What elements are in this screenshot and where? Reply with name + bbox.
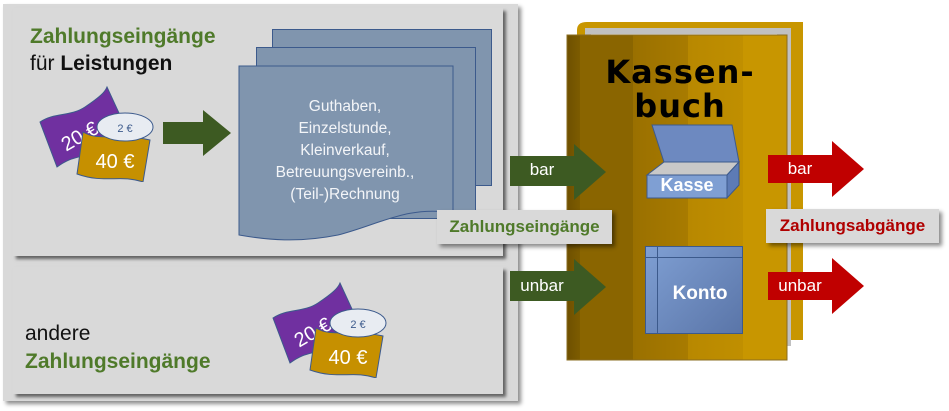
doc-line: Guthaben,: [308, 98, 382, 115]
section-title-services: für Leistungen: [30, 52, 173, 75]
account-icon: Konto: [645, 246, 743, 334]
outgoing-noncash-label: unbar: [778, 276, 822, 295]
account-header-line: [646, 257, 742, 258]
doc-line: (Teil-)Rechnung: [290, 186, 400, 203]
other-payments-section: [13, 267, 503, 394]
coin-2-label: 2 €: [117, 123, 132, 135]
cashbook-title-line2: buch: [634, 87, 726, 125]
document-sheet-front: [238, 65, 454, 241]
cashbook-title: Kassen- buch: [570, 55, 790, 123]
incoming-cash-arrow: [510, 144, 606, 200]
incoming-cash-label: bar: [529, 160, 555, 179]
outgoing-cash-arrow: [768, 141, 864, 197]
section-title-incoming: Zahlungseingänge: [30, 25, 216, 48]
coin-2-shape: [329, 308, 387, 338]
outgoing-payments-label: Zahlungsabgänge: [766, 209, 939, 243]
outgoing-cash-label: bar: [787, 159, 813, 178]
section-title-other-incoming: Zahlungseingänge: [25, 350, 211, 373]
incoming-noncash-arrow: [510, 259, 606, 315]
incoming-payments-label: Zahlungseingänge: [437, 210, 612, 244]
note-40-label: 40 €: [329, 347, 368, 369]
cash-box-icon: [645, 124, 741, 200]
outgoing-noncash-arrow: [768, 258, 864, 314]
incoming-noncash-label: unbar: [520, 276, 564, 295]
money-icon-other: 20 € 40 € 2 €: [272, 281, 387, 378]
note-40-shape: [309, 327, 384, 378]
cash-box-label: Kasse: [660, 175, 714, 195]
section-title-other: andere: [25, 322, 91, 345]
doc-line: Einzelstunde,: [298, 120, 392, 137]
money-icon: 20 € 40 € 2 €: [39, 85, 154, 182]
note-40-shape: [76, 131, 151, 182]
coin-2-shape: [96, 112, 154, 142]
account-label: Konto: [672, 283, 728, 304]
note-40-label: 40 €: [96, 151, 135, 173]
arrow-to-documents: [163, 110, 231, 156]
doc-line: Kleinverkauf,: [300, 142, 390, 159]
coin-2-label: 2 €: [350, 319, 365, 331]
doc-line: Betreuungsvereinb.,: [275, 164, 415, 181]
account-side-line: [657, 247, 658, 333]
cashbook-title-line1: Kassen-: [605, 53, 755, 91]
document-types-list: Guthaben, Einzelstunde, Kleinverkauf, Be…: [245, 96, 445, 206]
